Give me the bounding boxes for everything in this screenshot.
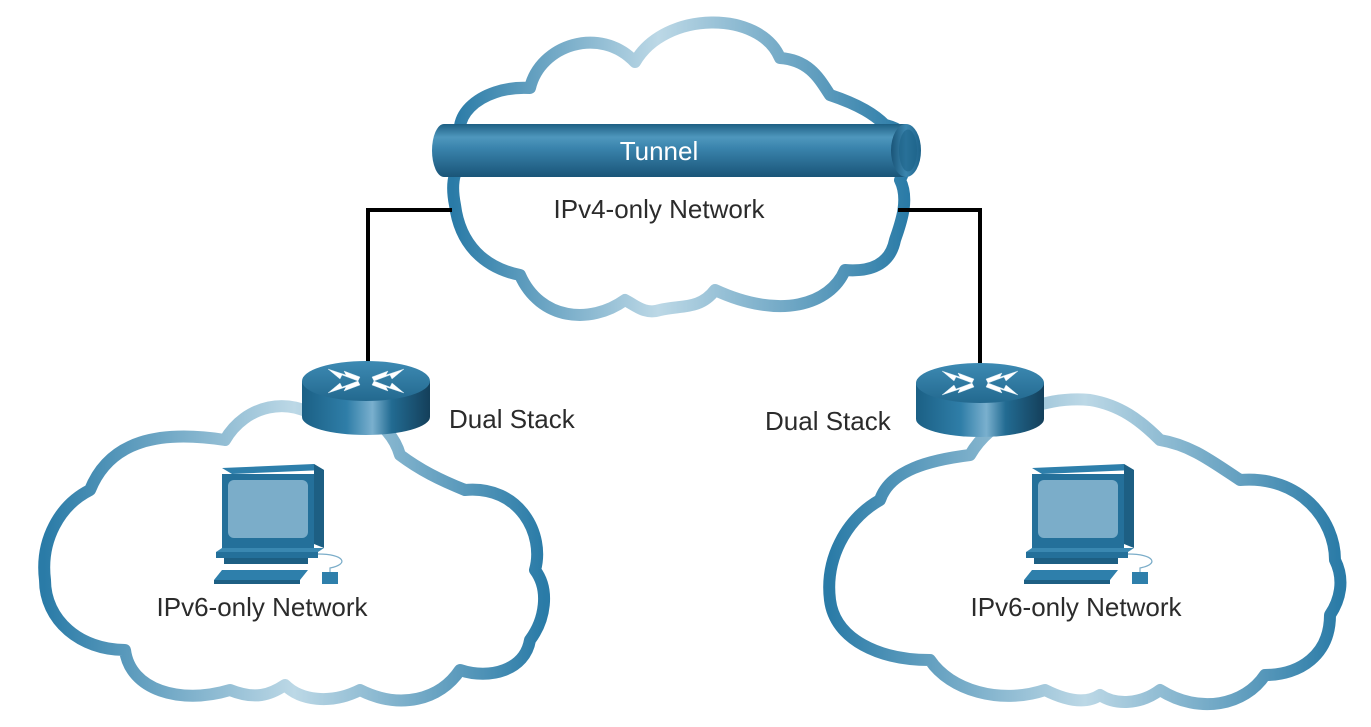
- left-router-label: Dual Stack: [449, 404, 576, 434]
- tunnel-pipe: [432, 124, 921, 177]
- left-network-label: IPv6-only Network: [157, 592, 369, 622]
- ipv4-network-label: IPv4-only Network: [554, 194, 766, 224]
- right-network-label: IPv6-only Network: [971, 592, 1183, 622]
- right-router-label: Dual Stack: [765, 406, 892, 436]
- left-link: [366, 208, 452, 370]
- right-router-icon[interactable]: [915, 362, 1045, 438]
- right-link: [898, 208, 982, 372]
- left-router-icon[interactable]: [301, 360, 431, 436]
- tunnel-label: Tunnel: [620, 136, 699, 166]
